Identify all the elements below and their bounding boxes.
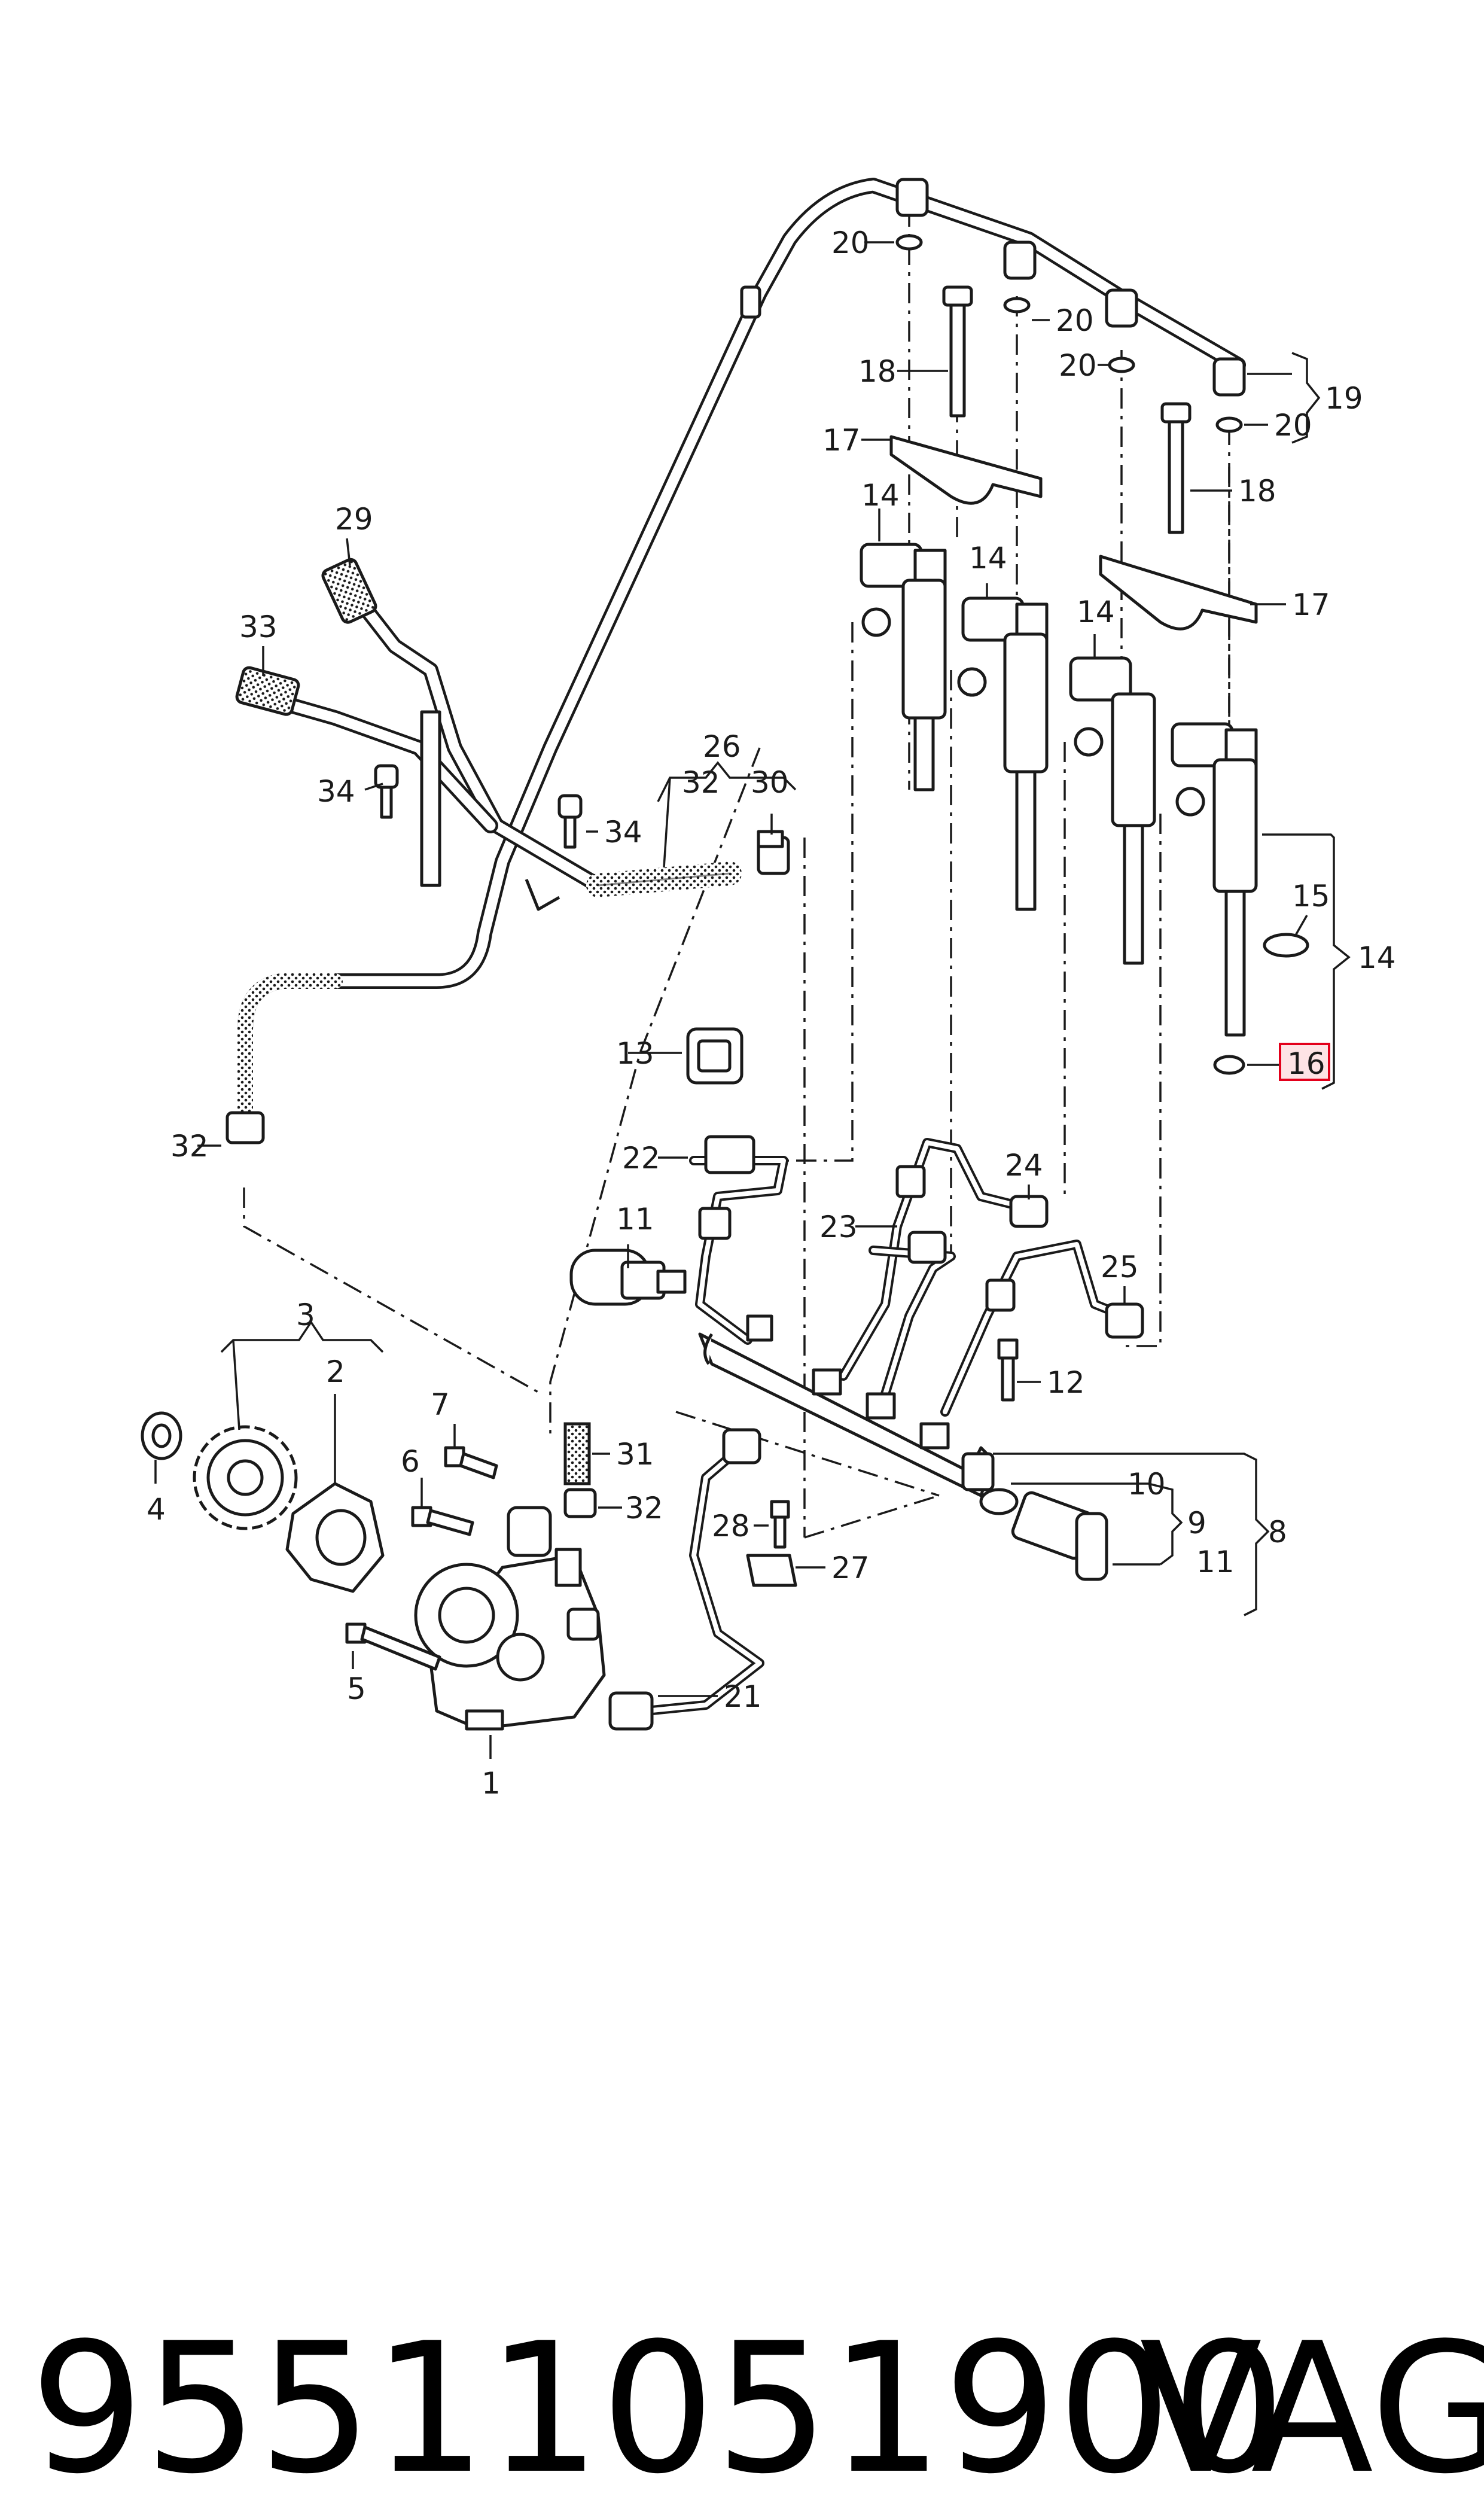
callout-18b[interactable]: 18 <box>1238 474 1276 509</box>
callout-27[interactable]: 27 <box>831 1551 870 1585</box>
callout-4[interactable]: 4 <box>147 1492 166 1527</box>
callout-16[interactable]: 16 <box>1287 1046 1325 1081</box>
callout-1[interactable]: 1 <box>482 1766 501 1801</box>
callout-12[interactable]: 12 <box>1047 1365 1085 1400</box>
callout-32c[interactable]: 32 <box>625 1491 663 1526</box>
callout-9[interactable]: 9 <box>1187 1506 1206 1540</box>
callout-21[interactable]: 21 <box>724 1679 762 1714</box>
callout-6[interactable]: 6 <box>401 1444 420 1479</box>
highlight-box-16[interactable] <box>1279 1043 1330 1081</box>
brand-name: VAG <box>1139 2304 1484 2513</box>
callout-5[interactable]: 5 <box>347 1671 366 1706</box>
callout-29[interactable]: 29 <box>335 502 373 537</box>
callout-31[interactable]: 31 <box>616 1437 654 1472</box>
callout-14b[interactable]: 14 <box>969 541 1007 576</box>
callout-17a[interactable]: 17 <box>822 423 861 458</box>
pump-fittings <box>374 764 784 1518</box>
callout-33[interactable]: 33 <box>239 610 278 644</box>
callout-20a[interactable]: 20 <box>831 226 870 260</box>
pressure-regulator <box>979 1488 1108 1581</box>
callout-20d[interactable]: 20 <box>1274 408 1312 443</box>
drive-gear <box>141 1411 498 1671</box>
callout-7[interactable]: 7 <box>431 1387 450 1422</box>
callout-20c[interactable]: 20 <box>1059 348 1097 383</box>
injection-lines <box>608 1135 1144 1731</box>
callout-22[interactable]: 22 <box>622 1141 660 1176</box>
callout-11a[interactable]: 11 <box>616 1202 654 1237</box>
callout-15[interactable]: 15 <box>1292 879 1330 914</box>
callout-32a[interactable]: 32 <box>682 765 720 800</box>
fuel-return-hose <box>226 178 1246 1144</box>
seal-washers <box>895 234 1243 433</box>
callout-10[interactable]: 10 <box>1128 1467 1166 1502</box>
rail-bolt <box>997 1338 1019 1402</box>
callout-14a[interactable]: 14 <box>861 478 900 513</box>
callout-11b[interactable]: 11 <box>1196 1545 1235 1579</box>
callout-13[interactable]: 13 <box>616 1036 654 1071</box>
callout-32b[interactable]: 32 <box>170 1129 209 1164</box>
fuel-rail <box>698 1314 995 1497</box>
injector-bolts <box>942 285 1192 534</box>
bracket <box>746 1500 797 1587</box>
callout-2[interactable]: 2 <box>326 1354 345 1389</box>
injector-clamps <box>889 435 1258 631</box>
connector <box>686 1027 743 1085</box>
callout-34b[interactable]: 34 <box>604 815 642 850</box>
callout-28[interactable]: 28 <box>712 1509 750 1543</box>
callout-23[interactable]: 23 <box>819 1210 858 1244</box>
pressure-sensor <box>569 1249 687 1306</box>
callout-labels: 20 20 20 20 19 18 18 17 17 14 14 14 14 1… <box>147 226 1396 1801</box>
callout-34a[interactable]: 34 <box>317 774 355 809</box>
callout-20b[interactable]: 20 <box>1056 303 1094 338</box>
callout-19[interactable]: 19 <box>1325 381 1363 416</box>
callout-8[interactable]: 8 <box>1268 1515 1287 1549</box>
callout-18a[interactable]: 18 <box>858 354 897 389</box>
callout-26[interactable]: 26 <box>703 729 741 764</box>
callout-30[interactable]: 30 <box>751 765 789 800</box>
callout-14c[interactable]: 14 <box>1077 595 1115 629</box>
high-pressure-pump <box>414 1506 606 1731</box>
callout-25[interactable]: 25 <box>1101 1250 1139 1284</box>
part-number: 95511051900 <box>30 2304 1286 2513</box>
injectors <box>860 543 1309 1075</box>
leak-off-connectors <box>740 178 1246 397</box>
callout-3[interactable]: 3 <box>296 1298 315 1332</box>
leader-lines <box>154 241 1351 1759</box>
callout-14d[interactable]: 14 <box>1358 940 1396 975</box>
callout-24[interactable]: 24 <box>1005 1148 1043 1183</box>
callout-17b[interactable]: 17 <box>1292 587 1330 622</box>
